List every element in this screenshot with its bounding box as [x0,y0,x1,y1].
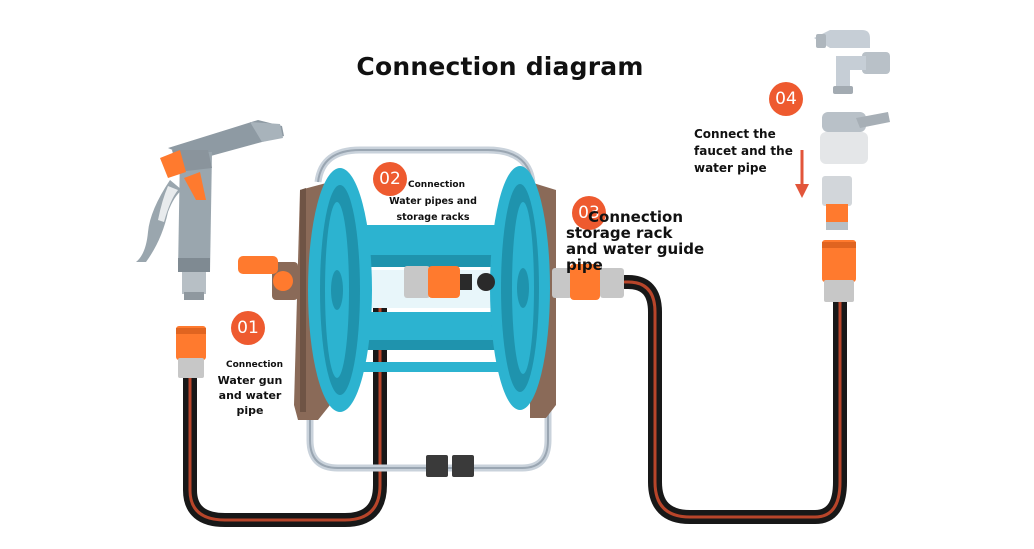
step-04-text: Connect the faucet and the water pipe [694,127,793,175]
step-01-badge: 01 [231,311,265,345]
step-02-badge: 02 [373,162,407,196]
hose-reel-icon [238,146,624,477]
step-01-text: Water gun and water pipe [217,374,283,417]
step-04-badge: 04 [769,82,803,116]
step-03-heading: Connection [588,208,684,226]
spray-gun-icon [136,120,284,300]
step-01-heading: Connection [226,360,284,370]
step-02-text: Water pipes and storage racks [389,196,477,223]
hose-connector-01 [176,326,206,378]
faucet-icon [814,30,890,94]
hose-connector-04 [822,240,856,302]
step-02-heading: Connection [408,180,466,190]
step-03-badge: 03 [572,196,606,230]
diagram-title: Connection diagram [356,52,644,81]
faucet-adapter-icon [820,112,890,230]
down-arrow-icon [795,150,809,198]
step-03-text: storage rack and water guide pipe [566,224,705,274]
